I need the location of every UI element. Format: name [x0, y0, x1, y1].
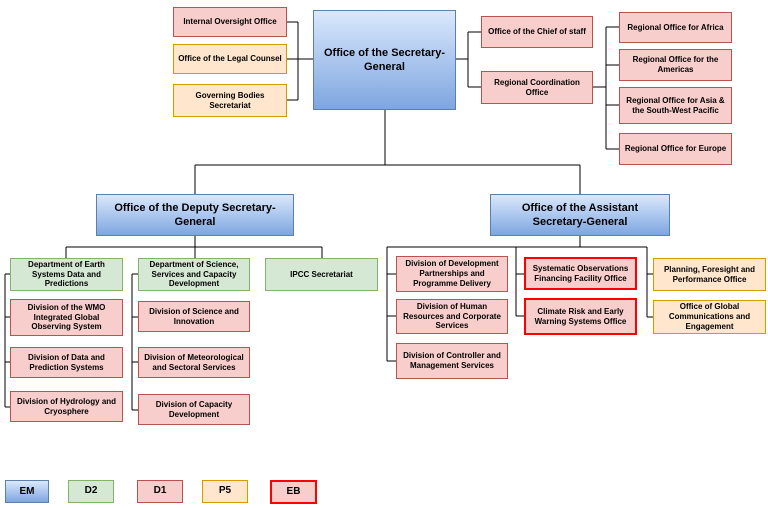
org-node-label: Division of Hydrology and Cryosphere	[16, 396, 117, 416]
org-node-division-of-human-resources-and-corporate-services: Division of Human Resources and Corporat…	[396, 299, 508, 334]
org-node-regional-coordination-office: Regional Coordination Office	[481, 71, 593, 104]
org-node-office-of-the-secretary-general: Office of the Secretary-General	[313, 10, 456, 110]
org-node-label: Department of Science, Services and Capa…	[149, 259, 239, 289]
org-node-label: Office of the Secretary-General	[323, 46, 446, 73]
org-node-regional-office-for-africa: Regional Office for Africa	[619, 12, 732, 43]
org-node-division-of-the-wmo-integrated-global-observing-system: Division of the WMO Integrated Global Ob…	[10, 299, 123, 336]
org-node-division-of-development-partnerships-and-programme-delivery: Division of Development Partnerships and…	[396, 256, 508, 292]
org-node-label: Division of Development Partnerships and…	[405, 259, 499, 288]
org-node-label: IPCC Secretariat	[290, 269, 353, 279]
org-node-label: Planning, Foresight and Performance Offi…	[663, 264, 756, 284]
org-node-office-of-the-chief-of-staff: Office of the Chief of staff	[481, 16, 593, 48]
org-node-planning-foresight-and-performance-office: Planning, Foresight and Performance Offi…	[653, 258, 766, 291]
org-node-office-of-global-communications-and-engagement: Office of Global Communications and Enga…	[653, 300, 766, 334]
org-node-office-of-the-assistant-secretary-general: Office of the Assistant Secretary-Genera…	[490, 194, 670, 236]
org-node-division-of-meteorological-and-sectoral-services: Division of Meteorological and Sectoral …	[138, 347, 250, 378]
org-node-label: Division of Human Resources and Corporat…	[403, 301, 501, 331]
org-node-label: Division of Controller and Management Se…	[403, 351, 501, 370]
org-node-label: Division of Meteorological and Sectoral …	[144, 352, 244, 372]
org-node-label: Regional Office for Africa	[627, 22, 724, 32]
legend-d2: D2	[68, 480, 114, 503]
org-node-regional-office-for-europe: Regional Office for Europe	[619, 133, 732, 165]
org-node-label: Office of the Chief of staff	[488, 27, 586, 37]
org-node-ipcc-secretariat: IPCC Secretariat	[265, 258, 378, 291]
org-node-label: Regional Coordination Office	[494, 77, 580, 97]
org-node-office-of-the-deputy-secretary-general: Office of the Deputy Secretary-General	[96, 194, 294, 236]
org-node-regional-office-for-the-americas: Regional Office for the Americas	[619, 49, 732, 81]
org-node-label: Regional Office for Asia & the South-Wes…	[626, 95, 725, 115]
legend-label: D1	[153, 485, 167, 497]
org-node-division-of-controller-and-management-services: Division of Controller and Management Se…	[396, 343, 508, 379]
org-node-label: Division of the WMO Integrated Global Ob…	[27, 302, 106, 332]
org-node-label: Division of Data and Prediction Systems	[28, 352, 105, 372]
org-node-department-of-earth-systems-data-and-predictions: Department of Earth Systems Data and Pre…	[10, 258, 123, 291]
legend-label: P5	[218, 485, 232, 497]
org-node-governing-bodies-secretariat: Governing Bodies Secretariat	[173, 84, 287, 117]
org-node-label: Division of Science and Innovation	[149, 306, 239, 326]
org-node-label: Office of the Legal Counsel	[178, 54, 282, 64]
org-node-label: Climate Risk and Early Warning Systems O…	[534, 306, 627, 326]
org-node-department-of-science-services-and-capacity-development: Department of Science, Services and Capa…	[138, 258, 250, 291]
legend-eb: EB	[270, 480, 317, 504]
org-node-label: Systematic Observations Financing Facili…	[532, 263, 629, 283]
org-node-division-of-data-and-prediction-systems: Division of Data and Prediction Systems	[10, 347, 123, 378]
org-node-regional-office-for-asia-south-west-pacific: Regional Office for Asia & the South-Wes…	[619, 87, 732, 124]
legend-p5: P5	[202, 480, 248, 503]
org-node-label: Regional Office for Europe	[624, 144, 727, 154]
org-node-division-of-science-and-innovation: Division of Science and Innovation	[138, 301, 250, 332]
legend-label: EB	[286, 485, 301, 497]
org-node-label: Office of the Deputy Secretary-General	[114, 201, 276, 228]
org-node-label: Governing Bodies Secretariat	[195, 90, 265, 110]
org-node-division-of-capacity-development: Division of Capacity Development	[138, 394, 250, 425]
org-node-office-of-the-legal-counsel: Office of the Legal Counsel	[173, 44, 287, 74]
legend-d1: D1	[137, 480, 183, 503]
org-node-label: Office of Global Communications and Enga…	[668, 302, 751, 331]
org-node-climate-risk-and-early-warning-systems-office: Climate Risk and Early Warning Systems O…	[524, 298, 637, 335]
org-node-label: Office of the Assistant Secretary-Genera…	[521, 201, 639, 228]
org-node-systematic-observations-financing-facility-office: Systematic Observations Financing Facili…	[524, 257, 637, 290]
org-node-label: Department of Earth Systems Data and Pre…	[28, 259, 105, 289]
legend-em: EM	[5, 480, 49, 503]
org-node-label: Internal Oversight Office	[183, 17, 277, 27]
legend-label: EM	[19, 486, 35, 497]
org-node-label: Regional Office for the Americas	[632, 55, 719, 74]
org-node-label: Division of Capacity Development	[155, 399, 233, 419]
org-node-internal-oversight-office: Internal Oversight Office	[173, 7, 287, 37]
legend-label: D2	[84, 485, 98, 497]
org-node-division-of-hydrology-and-cryosphere: Division of Hydrology and Cryosphere	[10, 391, 123, 422]
